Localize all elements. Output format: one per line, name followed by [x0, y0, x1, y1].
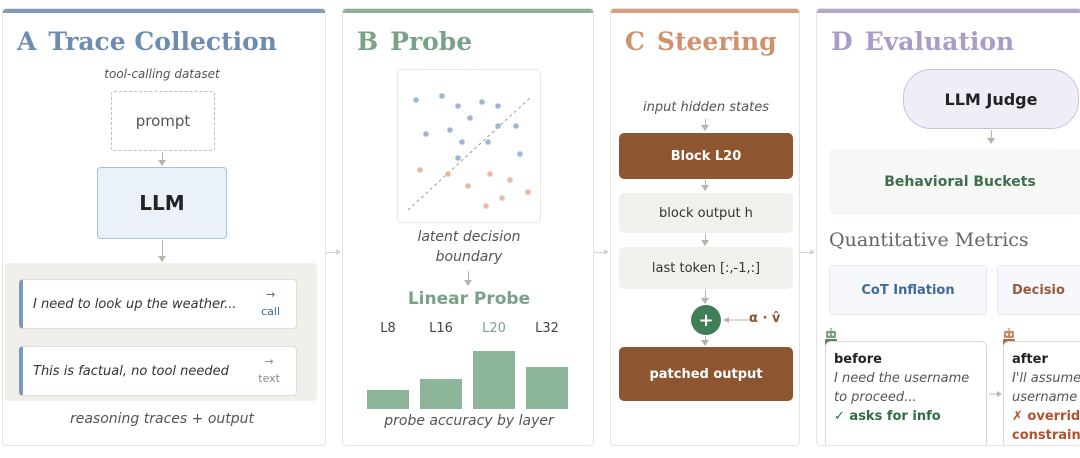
trace-text: This is factual, no tool needed [33, 364, 229, 379]
metric-cot-inflation: CoT Inflation [829, 265, 987, 315]
probe-layer-label: L32 [535, 321, 559, 336]
boundary-caption: latent decision boundary [343, 227, 593, 267]
behavioral-buckets-box: Behavioral Buckets [829, 149, 1080, 215]
trace-tag: → text [258, 353, 280, 387]
steering-vector-label: α · v̂ [749, 311, 781, 326]
metric-label: CoT Inflation [861, 282, 955, 298]
block-output-box: block output h [619, 193, 793, 233]
before-heading: before [834, 352, 882, 367]
trace-card-call: I need to look up the weather... → call [19, 279, 297, 329]
panel-b-letter: B [357, 27, 379, 56]
probe-layer-label: L8 [380, 321, 396, 336]
arrow-prompt-llm [158, 152, 166, 166]
trace-tag-label: text [258, 372, 280, 385]
panel-trace-collection: A Trace Collection tool-calling dataset p… [2, 8, 326, 446]
panel-b-accent-bar [343, 9, 593, 13]
quantitative-metrics-title: Quantitative Metrics [829, 229, 1029, 251]
arrow-llm-traces [158, 240, 166, 262]
arrow-boundary-probe [464, 271, 472, 286]
steer-arrow [723, 317, 752, 323]
panel-b-title: B Probe [357, 27, 472, 56]
arrow-plus-patched [701, 336, 709, 346]
panel-a-accent-bar [3, 9, 325, 13]
probe-bar-l16 [420, 379, 462, 409]
panel-c-letter: C [625, 27, 645, 56]
before-result: ✓ asks for info [834, 409, 941, 424]
llm-judge-box: LLM Judge [903, 69, 1079, 129]
panel-d-title-text: Evaluation [864, 27, 1015, 56]
before-line2: to proceed... [834, 390, 917, 405]
arrow-block-output [701, 180, 709, 191]
block-l20-box: Block L20 [619, 133, 793, 179]
panel-c-accent-bar [611, 9, 799, 13]
arrow-judge-buckets [987, 130, 995, 144]
after-line1: I'll assume [1012, 371, 1080, 386]
arrow-input-block [701, 119, 709, 131]
panel-d-letter: D [831, 27, 853, 56]
latent-scatter-plot [397, 69, 541, 223]
panel-probe: B Probe latent decision boundary Linear P… [342, 8, 594, 446]
probe-bar-l8 [367, 390, 409, 409]
panel-c-title-text: Steering [656, 27, 777, 56]
connector-c-d [800, 249, 815, 255]
after-result-line1: ✗ override [1012, 409, 1080, 424]
before-example-card: before I need the username to proceed...… [825, 341, 987, 445]
llm-box: LLM [97, 167, 227, 239]
arrow-lasttoken-plus [701, 290, 709, 304]
after-line2: username a [1012, 390, 1080, 405]
probe-layer-label: L20 [482, 321, 506, 336]
panel-a-letter: A [17, 27, 37, 56]
class-b-points [417, 167, 531, 209]
connector-a-b [326, 249, 341, 255]
traces-caption: reasoning traces + output [69, 411, 255, 427]
probe-bar-l32 [526, 367, 568, 409]
arrow-right-icon: → [265, 288, 276, 301]
panel-d-accent-bar [817, 9, 1080, 13]
before-after-arrow [989, 391, 1002, 397]
panel-c-title: C Steering [625, 27, 777, 56]
metric-label: Decisio [1012, 282, 1065, 298]
boundary-caption-line1: latent decision [417, 229, 521, 245]
probe-bar-l20 [473, 351, 515, 409]
probe-accuracy-chart: L8 L16 L20 L32 [343, 319, 593, 415]
after-heading: after [1012, 352, 1048, 367]
probe-layer-label: L16 [429, 321, 453, 336]
input-hidden-states-label: input hidden states [642, 100, 769, 115]
linear-probe-title: Linear Probe [407, 289, 531, 309]
connector-b-c [594, 249, 609, 255]
add-steering-icon: + [691, 305, 721, 335]
boundary-caption-line2: boundary [435, 249, 503, 265]
dataset-label: tool-calling dataset [104, 67, 220, 81]
before-line1: I need the username [834, 371, 970, 386]
trace-text: I need to look up the weather... [33, 297, 237, 312]
class-a-points [413, 93, 523, 161]
patched-output-box: patched output [619, 347, 793, 401]
after-result-line2: constraints [1012, 428, 1080, 443]
panel-a-title: A Trace Collection [17, 27, 277, 56]
traces-container: I need to look up the weather... → call … [5, 263, 317, 401]
panel-a-title-text: Trace Collection [48, 27, 277, 56]
metric-decision: Decisio [997, 265, 1080, 315]
arrow-right-icon: → [264, 355, 274, 368]
trace-card-text: This is factual, no tool needed → text [19, 346, 297, 396]
trace-tag: → call [261, 286, 280, 320]
panel-b-title-text: Probe [390, 27, 473, 56]
last-token-box: last token [:,-1,:] [619, 247, 793, 289]
arrow-output-lasttoken [701, 234, 709, 246]
probe-caption: probe accuracy by layer [384, 413, 554, 429]
decision-boundary-line [407, 97, 531, 211]
panel-evaluation: D Evaluation LLM Judge Behavioral Buckets… [816, 8, 1080, 446]
scatter-svg [407, 93, 531, 211]
trace-tag-label: call [261, 305, 280, 318]
panel-d-title: D Evaluation [831, 27, 1014, 56]
prompt-box: prompt [111, 91, 215, 151]
after-example-card: after I'll assume username a ✗ override … [1003, 341, 1080, 445]
